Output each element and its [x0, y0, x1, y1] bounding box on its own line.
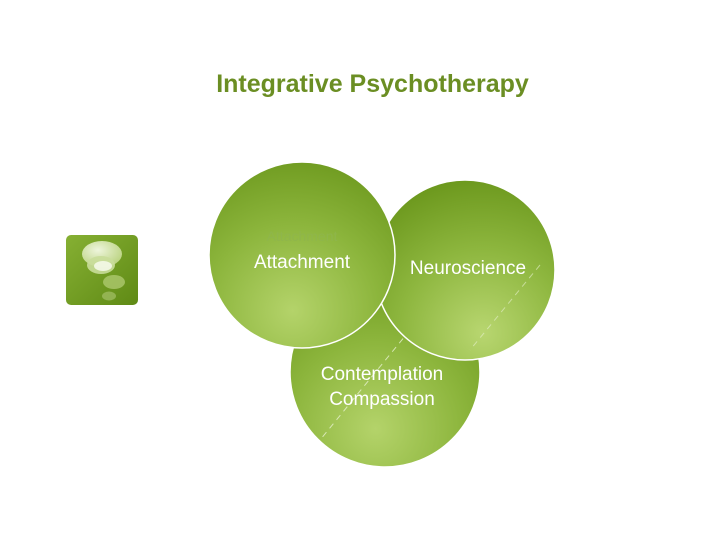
attachment-circle — [208, 161, 396, 349]
attachment-ghost-label: Attachment — [267, 228, 338, 244]
neuroscience-label: Neuroscience — [410, 258, 526, 279]
attachment-label: Attachment — [254, 252, 351, 273]
page-title: Integrative Psychotherapy — [216, 70, 529, 98]
compassion-label: Compassion — [329, 389, 435, 410]
contemplation-label: Contemplation — [321, 364, 444, 385]
thought-bubble-icon — [66, 235, 138, 305]
